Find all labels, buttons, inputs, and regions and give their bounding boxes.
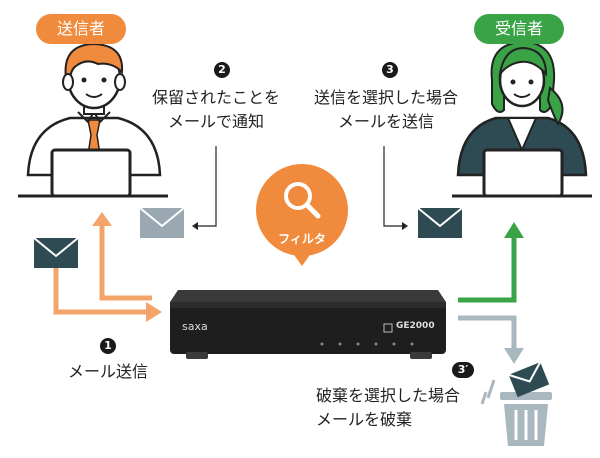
device-model: GE2000: [396, 321, 435, 331]
send-thin-arrow: [384, 146, 408, 230]
step2-line1: 保留されたことを: [140, 86, 292, 110]
sender-label: 送信者: [36, 14, 126, 44]
step3b-line2: メールを破棄: [316, 408, 472, 432]
sender-envelope-icon: [34, 238, 78, 268]
receiver-label: 受信者: [474, 14, 564, 44]
filter-bubble: [256, 164, 348, 266]
step2-line2: メールで通知: [140, 110, 292, 134]
step2-number: 2: [214, 62, 230, 78]
receiver-envelope-icon: [418, 208, 462, 238]
discard-arrow: [458, 318, 524, 364]
step3b-line1: 破棄を選択した場合: [316, 384, 472, 408]
step3-line2: メールを送信: [306, 110, 466, 134]
step3b-number: 3′: [452, 362, 474, 378]
step3-line1: 送信を選択した場合: [306, 86, 466, 110]
trash-can-icon: [482, 362, 552, 446]
step1-text: メール送信: [56, 360, 160, 384]
step1-number: 1: [100, 338, 116, 354]
device-brand: saxa: [182, 320, 208, 333]
receiver-person: [452, 42, 592, 196]
deliver-arrow: [458, 222, 524, 300]
step3-number: 3: [382, 62, 398, 78]
notify-thin-arrow: [192, 146, 216, 230]
notification-envelope-icon: [140, 208, 184, 238]
send-arrow: [56, 262, 162, 322]
filter-label: フィルタ: [274, 230, 330, 247]
